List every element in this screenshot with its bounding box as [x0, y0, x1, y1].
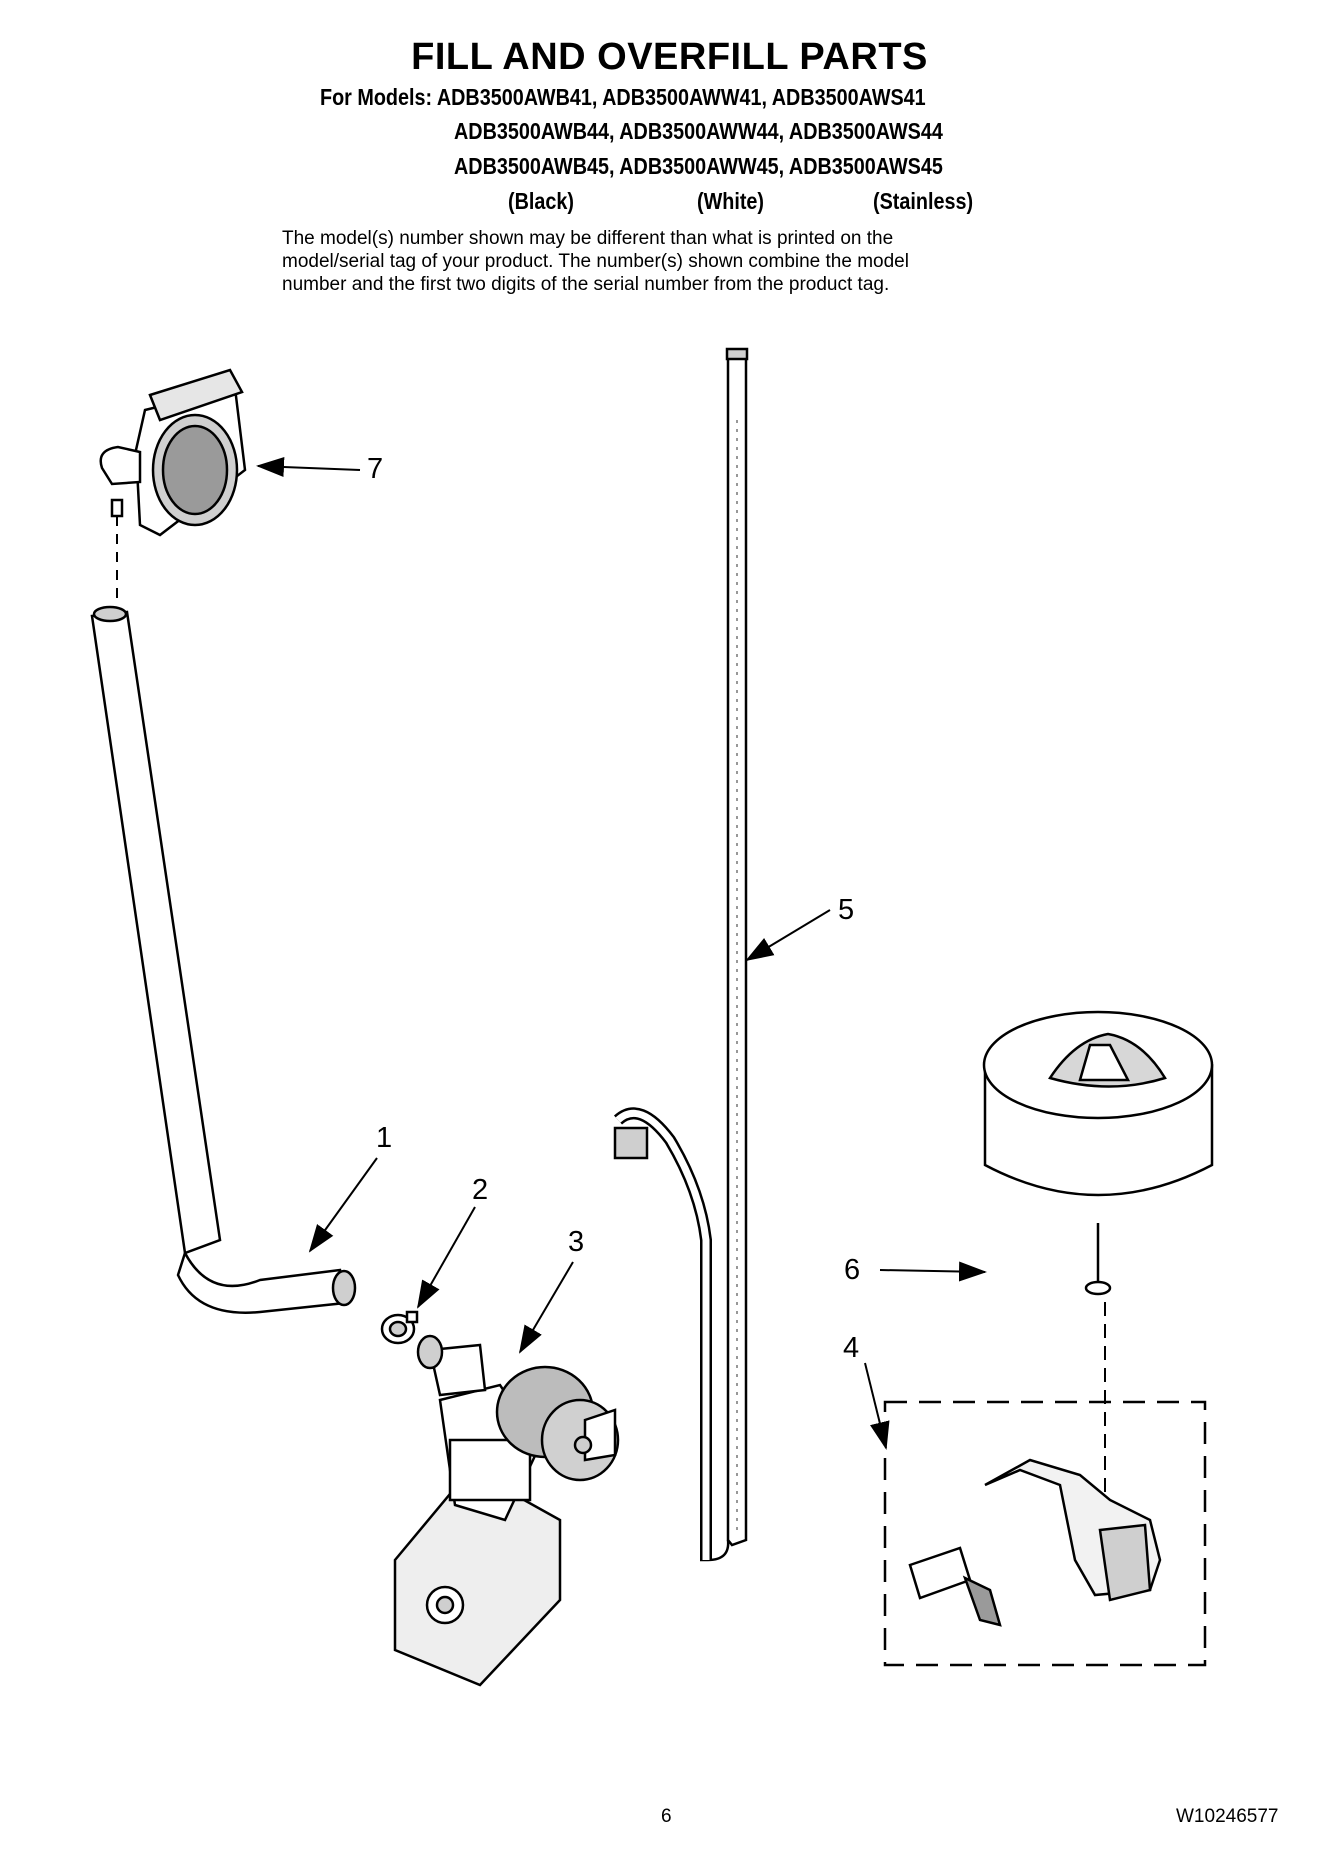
- disclaimer-line-1: The model(s) number shown may be differe…: [282, 228, 894, 249]
- part-2-hose-clamp: [380, 1310, 419, 1345]
- callout-3: 3: [568, 1226, 584, 1258]
- callout-5: 5: [838, 894, 854, 926]
- part-3-water-inlet-valve: [393, 1334, 620, 1687]
- callout-4: 4: [843, 1332, 859, 1364]
- callout-7: 7: [367, 453, 383, 485]
- models-label: For Models: ADB3500AWB41, ADB3500AWW41, …: [320, 84, 926, 111]
- model-line-3: ADB3500AWB45, ADB3500AWW45, ADB3500AWS45: [454, 153, 943, 179]
- finish-black: (Black): [508, 188, 574, 214]
- part-7-vent-housing: [99, 368, 247, 600]
- part-6-float: [982, 1010, 1214, 1296]
- disclaimer-line-2: model/serial tag of your product. The nu…: [282, 251, 909, 272]
- document-number: W10246577: [1176, 1806, 1279, 1827]
- model-line-2: ADB3500AWB44, ADB3500AWW44, ADB3500AWS44: [454, 118, 943, 144]
- finish-white: (White): [697, 188, 765, 214]
- disclaimer-line-3: number and the first two digits of the s…: [282, 274, 890, 295]
- part-4-float-switch-assembly: [883, 1302, 1207, 1667]
- model-line-1: ADB3500AWB41, ADB3500AWW41, ADB3500AWS41: [436, 84, 926, 110]
- callout-2: 2: [472, 1174, 488, 1206]
- callout-6: 6: [844, 1254, 860, 1286]
- part-5-overfill-tube: [613, 347, 749, 1562]
- models-label-text: For Models:: [320, 84, 433, 110]
- finish-stainless: (Stainless): [873, 188, 974, 214]
- page-title: FILL AND OVERFILL PARTS: [411, 36, 928, 78]
- part-1-fill-hose: [90, 605, 357, 1314]
- page-number: 6: [661, 1806, 672, 1827]
- callout-1: 1: [376, 1122, 392, 1154]
- leader-lines: [256, 457, 987, 1450]
